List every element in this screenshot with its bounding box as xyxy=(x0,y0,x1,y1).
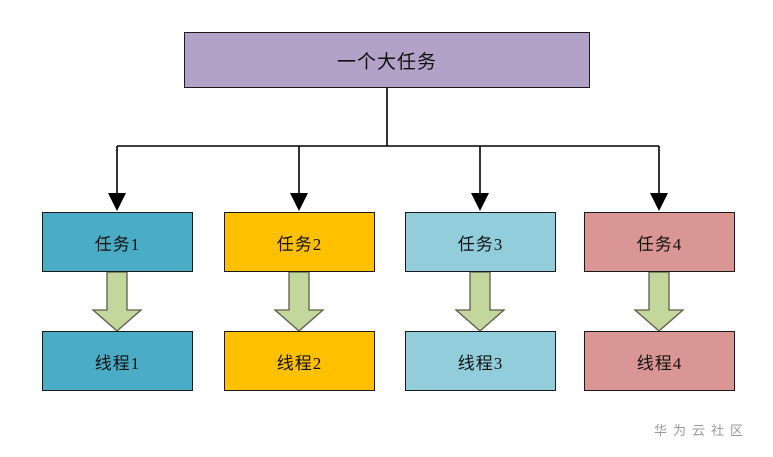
arrowhead-icon-3 xyxy=(471,193,489,211)
thread-box-4[interactable]: 线程4 xyxy=(584,331,735,391)
block-arrow-icon-3 xyxy=(454,271,506,332)
thread-box-2[interactable]: 线程2 xyxy=(224,331,375,391)
task-box-1[interactable]: 任务1 xyxy=(42,212,193,272)
thread-label-3: 线程3 xyxy=(457,353,504,373)
thread-box-1[interactable]: 线程1 xyxy=(42,331,193,391)
arrowheads xyxy=(108,193,668,211)
arrowhead-icon-1 xyxy=(108,193,126,211)
block-arrows xyxy=(91,271,685,332)
arrowhead-icon-4 xyxy=(650,193,668,211)
task-label-4: 任务4 xyxy=(636,234,683,254)
thread-label-1: 线程1 xyxy=(94,353,141,373)
block-arrow-icon-4 xyxy=(633,271,685,332)
thread-label-4: 线程4 xyxy=(636,353,683,373)
task-label-3: 任务3 xyxy=(457,234,504,254)
arrowhead-icon-2 xyxy=(290,193,308,211)
thread-label-2: 线程2 xyxy=(276,353,323,373)
task-box-2[interactable]: 任务2 xyxy=(224,212,375,272)
task-box-3[interactable]: 任务3 xyxy=(405,212,556,272)
task-label-2: 任务2 xyxy=(276,234,323,254)
root-task-box[interactable]: 一个大任务 xyxy=(184,32,590,88)
task-box-4[interactable]: 任务4 xyxy=(584,212,735,272)
task-label-1: 任务1 xyxy=(94,234,141,254)
root-task-label: 一个大任务 xyxy=(336,51,437,73)
watermark-text: 华为云社区 xyxy=(653,424,749,439)
thread-box-3[interactable]: 线程3 xyxy=(405,331,556,391)
block-arrow-icon-2 xyxy=(273,271,325,332)
block-arrow-icon-1 xyxy=(91,271,143,332)
